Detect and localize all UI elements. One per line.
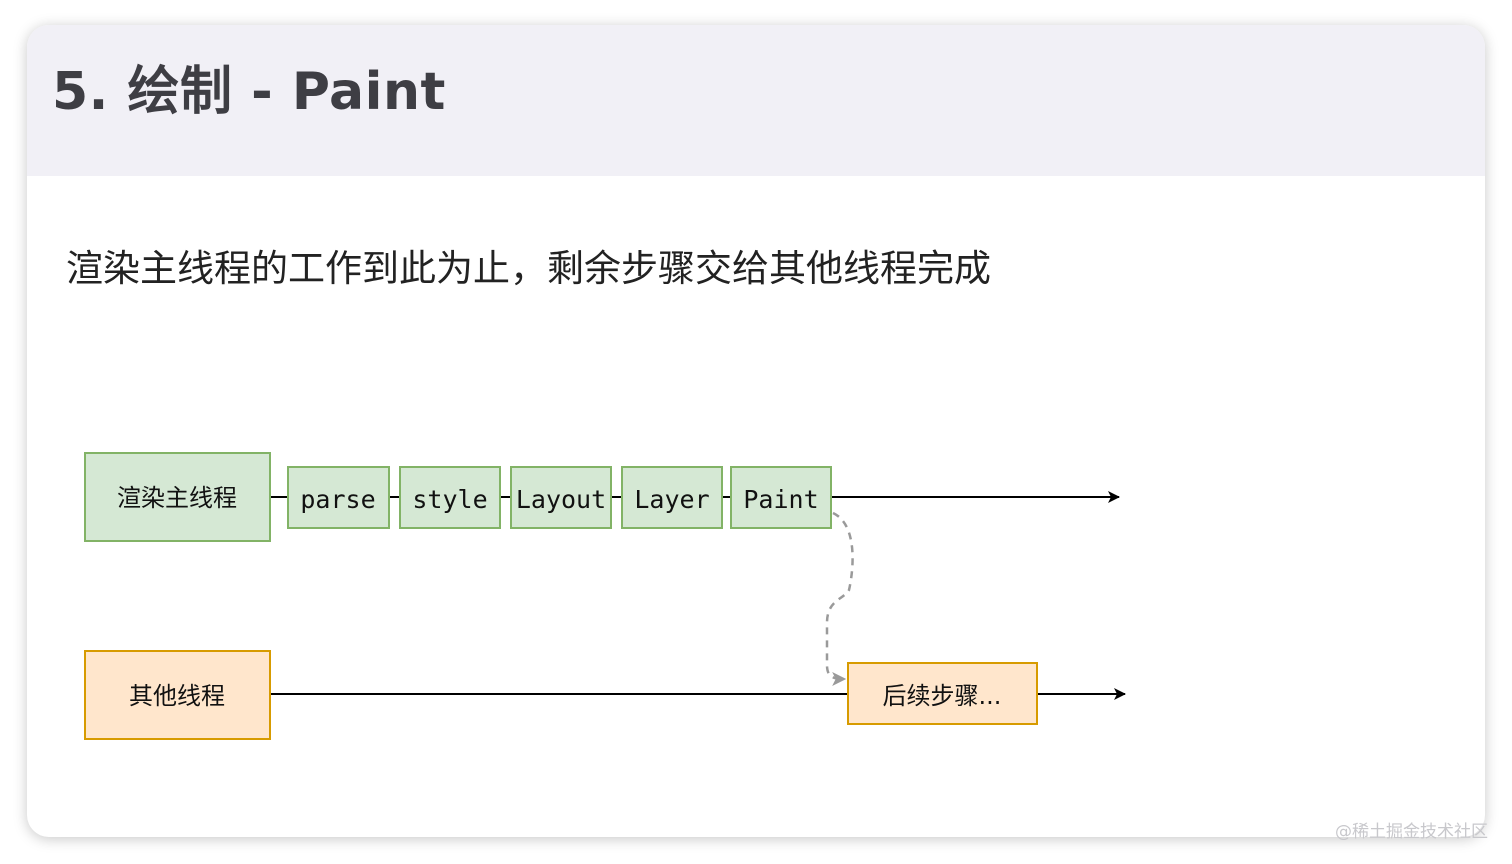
other-thread-box: 其他线程 <box>84 650 271 740</box>
step-paint: Paint <box>730 466 832 529</box>
step-layer: Layer <box>621 466 723 529</box>
slide-title: 5. 绘制 - Paint <box>52 62 446 122</box>
main-thread-box: 渲染主线程 <box>84 452 271 542</box>
slide-card: 5. 绘制 - Paint 渲染主线程的工作到此为止，剩余步骤交给其他线程完成 … <box>27 25 1485 837</box>
step-parse: parse <box>287 466 390 529</box>
slide-header: 5. 绘制 - Paint <box>27 25 1485 176</box>
main-thread-label: 渲染主线程 <box>117 484 237 512</box>
watermark: @稀土掘金技术社区 <box>1335 822 1488 842</box>
next-steps-box: 后续步骤... <box>847 662 1038 725</box>
pipeline-diagram: 渲染主线程 parse style Layout Layer Paint 其他 <box>84 452 1126 740</box>
other-thread-label: 其他线程 <box>129 682 225 710</box>
step-parse-label: parse <box>300 485 375 514</box>
step-style-label: style <box>412 485 487 514</box>
slide-subtitle: 渲染主线程的工作到此为止，剩余步骤交给其他线程完成 <box>66 247 991 290</box>
handoff-dashed-connector <box>825 511 854 686</box>
step-layer-label: Layer <box>634 485 709 514</box>
next-steps-label: 后续步骤... <box>883 682 1002 710</box>
step-paint-label: Paint <box>743 485 818 514</box>
step-style: style <box>399 466 501 529</box>
step-layout-label: Layout <box>516 485 606 514</box>
step-layout: Layout <box>510 466 612 529</box>
